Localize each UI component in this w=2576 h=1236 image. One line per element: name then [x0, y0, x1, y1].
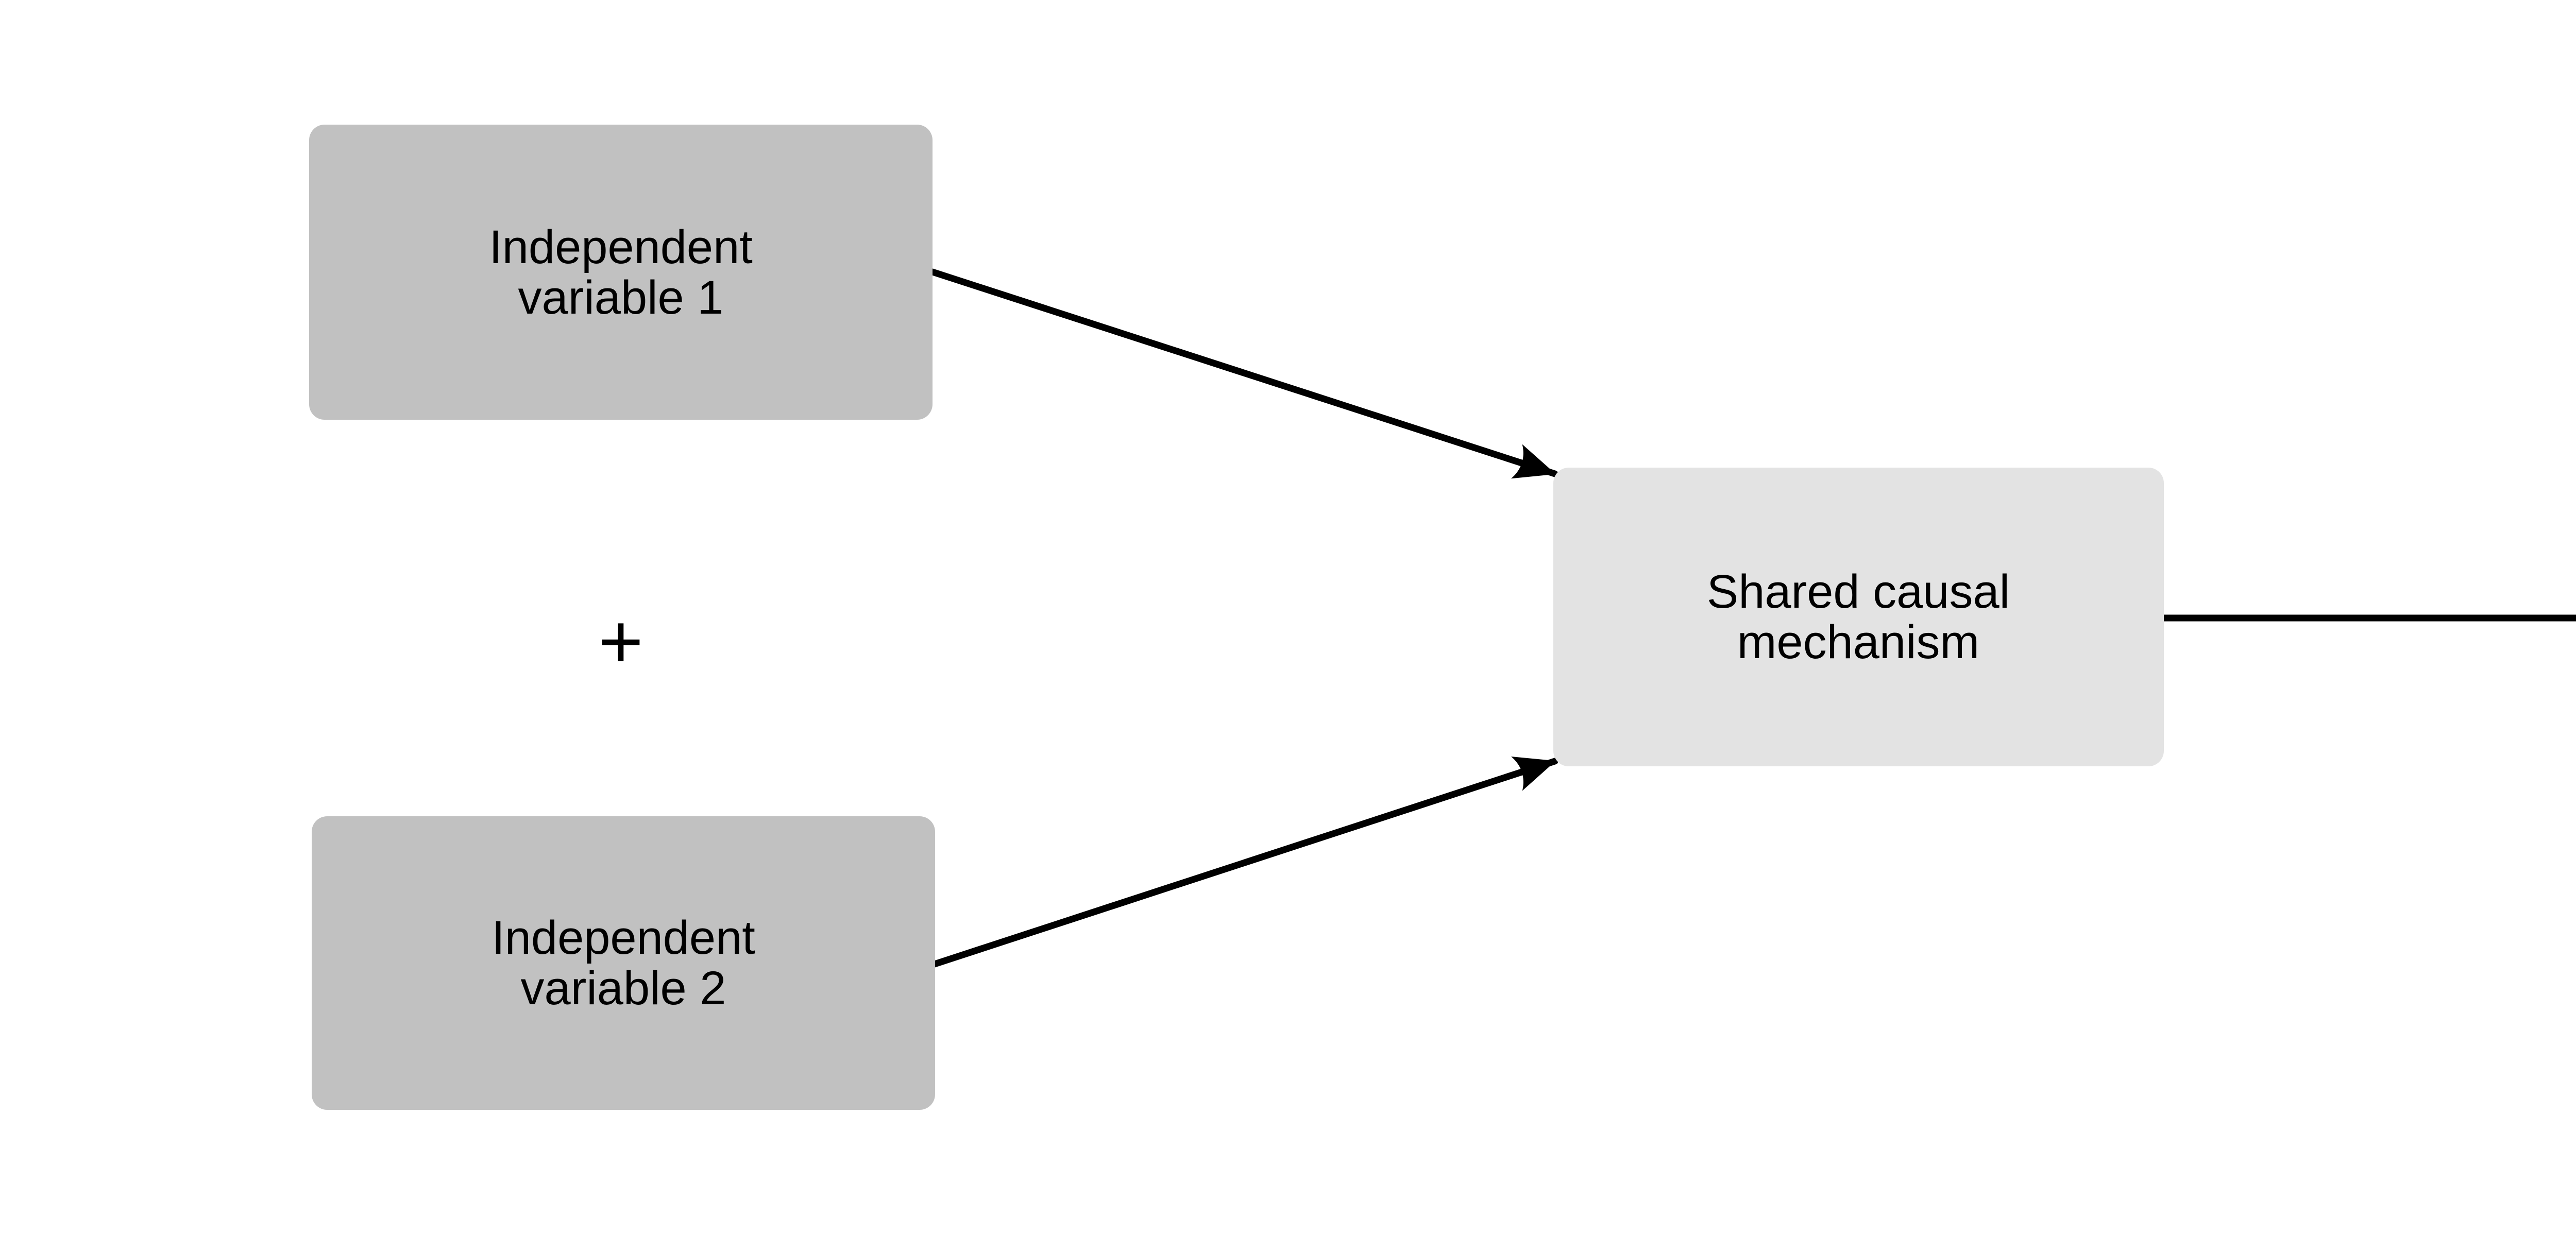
plus-operator: + [598, 598, 643, 684]
node-independent-variable-1-label-line2: variable 1 [518, 271, 724, 324]
edge-iv2-to-mechanism-arrow [931, 756, 1558, 968]
node-shared-causal-mechanism-label-line1: Shared causal [1707, 565, 2010, 618]
node-independent-variable-2-label-line1: Independent [492, 912, 755, 964]
node-independent-variable-2-label-line2: variable 2 [521, 962, 726, 1015]
node-independent-variable-2 [312, 816, 935, 1110]
node-independent-variable-1-label-line1: Independent [489, 221, 753, 273]
node-independent-variable-1 [309, 125, 933, 420]
edge-iv1-to-mechanism-arrow [929, 268, 1558, 479]
node-shared-causal-mechanism-label-line2: mechanism [1737, 616, 1979, 668]
node-shared-causal-mechanism [1553, 468, 2164, 766]
